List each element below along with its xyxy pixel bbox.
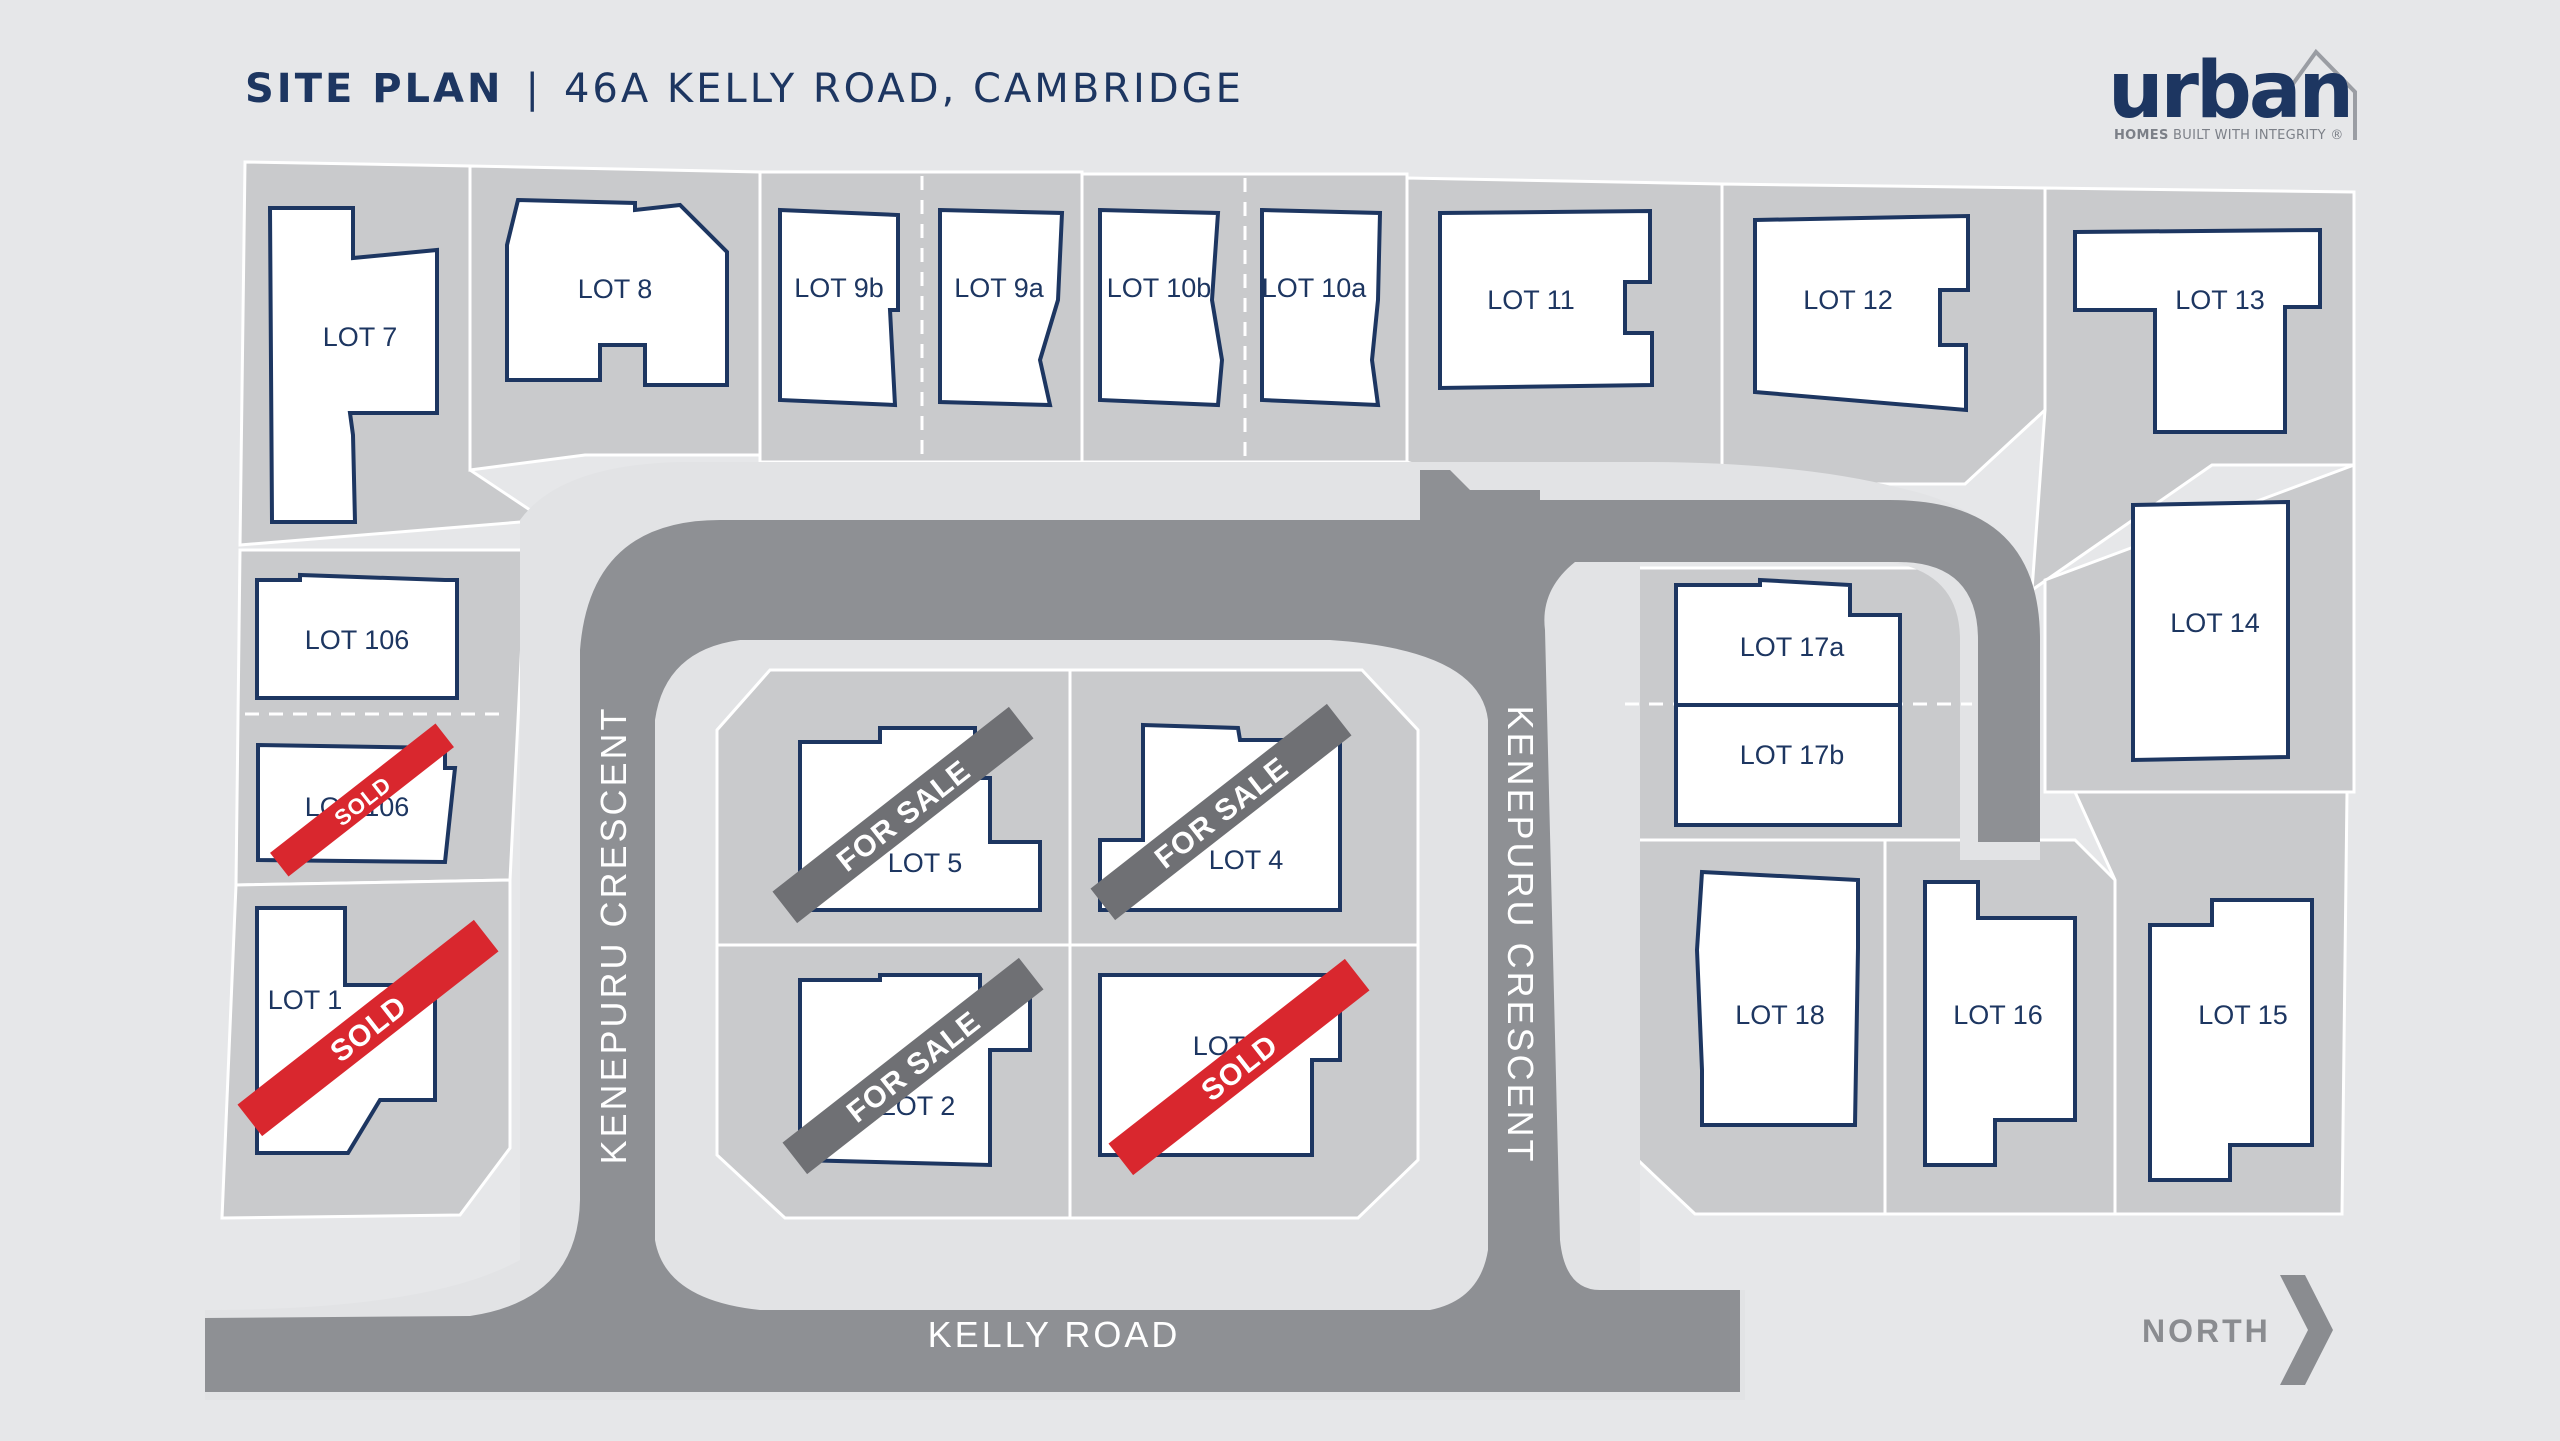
sold-band bbox=[270, 723, 454, 877]
label-lot10a: LOT 10a bbox=[1262, 273, 1368, 303]
for-sale-band bbox=[782, 957, 1044, 1175]
label-lot1: LOT 1 bbox=[268, 985, 343, 1015]
label-lot17a: LOT 17a bbox=[1740, 632, 1846, 662]
title-address: 46A KELLY ROAD, CAMBRIDGE bbox=[563, 66, 1244, 112]
label-lot7: LOT 7 bbox=[323, 322, 398, 352]
house-lot9b bbox=[778, 207, 900, 408]
logo-tagline-rest: BUILT WITH INTEGRITY bbox=[2168, 128, 2326, 143]
title-site-plan: SITE PLAN bbox=[245, 66, 504, 112]
label-lot9a: LOT 9a bbox=[954, 273, 1045, 303]
house-lot16 bbox=[1923, 880, 2077, 1167]
for-sale-band bbox=[772, 706, 1034, 924]
label-lot8: LOT 8 bbox=[578, 274, 653, 304]
house-lot7 bbox=[267, 206, 439, 524]
road-label-kelly: KELLY ROAD bbox=[928, 1314, 1181, 1355]
label-lot18: LOT 18 bbox=[1735, 1000, 1825, 1030]
house-lot8 bbox=[505, 197, 729, 387]
road-label-kenepuru-left: KENEPURU CRESCENT bbox=[593, 705, 634, 1164]
logo-tagline: HOMES BUILT WITH INTEGRITY ® bbox=[2114, 128, 2344, 143]
label-lot17b: LOT 17b bbox=[1740, 740, 1845, 770]
logo-registered-mark: ® bbox=[2330, 128, 2344, 143]
sold-band bbox=[237, 919, 499, 1137]
logo-wordmark: urban bbox=[2108, 46, 2354, 136]
label-lot106a: LOT 106 bbox=[305, 625, 410, 655]
house-lot12 bbox=[1753, 213, 1970, 413]
lot-labels: LOT 7 LOT 8 LOT 9b LOT 9a LOT 10b LOT 10… bbox=[268, 273, 2288, 1121]
logo-roof-icon bbox=[2288, 48, 2357, 140]
house-lot9a bbox=[938, 207, 1065, 408]
label-lot13: LOT 13 bbox=[2175, 285, 2265, 315]
logo-tagline-bold: HOMES bbox=[2114, 128, 2169, 143]
label-lot16: LOT 16 bbox=[1953, 1000, 2043, 1030]
house-lot10b bbox=[1098, 207, 1225, 408]
north-label: NORTH bbox=[2142, 1313, 2271, 1349]
for-sale-band bbox=[1090, 703, 1352, 921]
house-lot13 bbox=[2073, 227, 2322, 434]
label-lot10b: LOT 10b bbox=[1107, 273, 1212, 303]
house-lot14 bbox=[2131, 499, 2290, 763]
house-lot15 bbox=[2148, 898, 2314, 1182]
label-lot12: LOT 12 bbox=[1803, 285, 1893, 315]
page-title: SITE PLAN | 46A KELLY ROAD, CAMBRIDGE bbox=[245, 66, 1244, 112]
house-lot18 bbox=[1694, 869, 1860, 1127]
chevron-right-icon bbox=[2280, 1275, 2333, 1385]
label-lot5: LOT 5 bbox=[888, 848, 963, 878]
road-label-kenepuru-right: KENEPURU CRESCENT bbox=[1500, 705, 1541, 1164]
title-separator: | bbox=[525, 66, 542, 112]
label-lot15: LOT 15 bbox=[2198, 1000, 2288, 1030]
road-labels: KENEPURU CRESCENT KENEPURU CRESCENT KELL… bbox=[593, 705, 1541, 1355]
label-lot11: LOT 11 bbox=[1487, 285, 1575, 315]
urban-logo: urban HOMES BUILT WITH INTEGRITY ® bbox=[2108, 44, 2358, 154]
house-lot106a bbox=[255, 572, 459, 700]
house-lot10a bbox=[1260, 207, 1383, 408]
north-indicator: NORTH bbox=[2142, 1275, 2333, 1385]
sold-band bbox=[1108, 958, 1370, 1176]
house-lot17b bbox=[1674, 703, 1902, 827]
label-lot4: LOT 4 bbox=[1209, 845, 1284, 875]
house-lot11 bbox=[1438, 208, 1654, 391]
label-lot9b: LOT 9b bbox=[794, 273, 884, 303]
label-lot14: LOT 14 bbox=[2170, 608, 2260, 638]
